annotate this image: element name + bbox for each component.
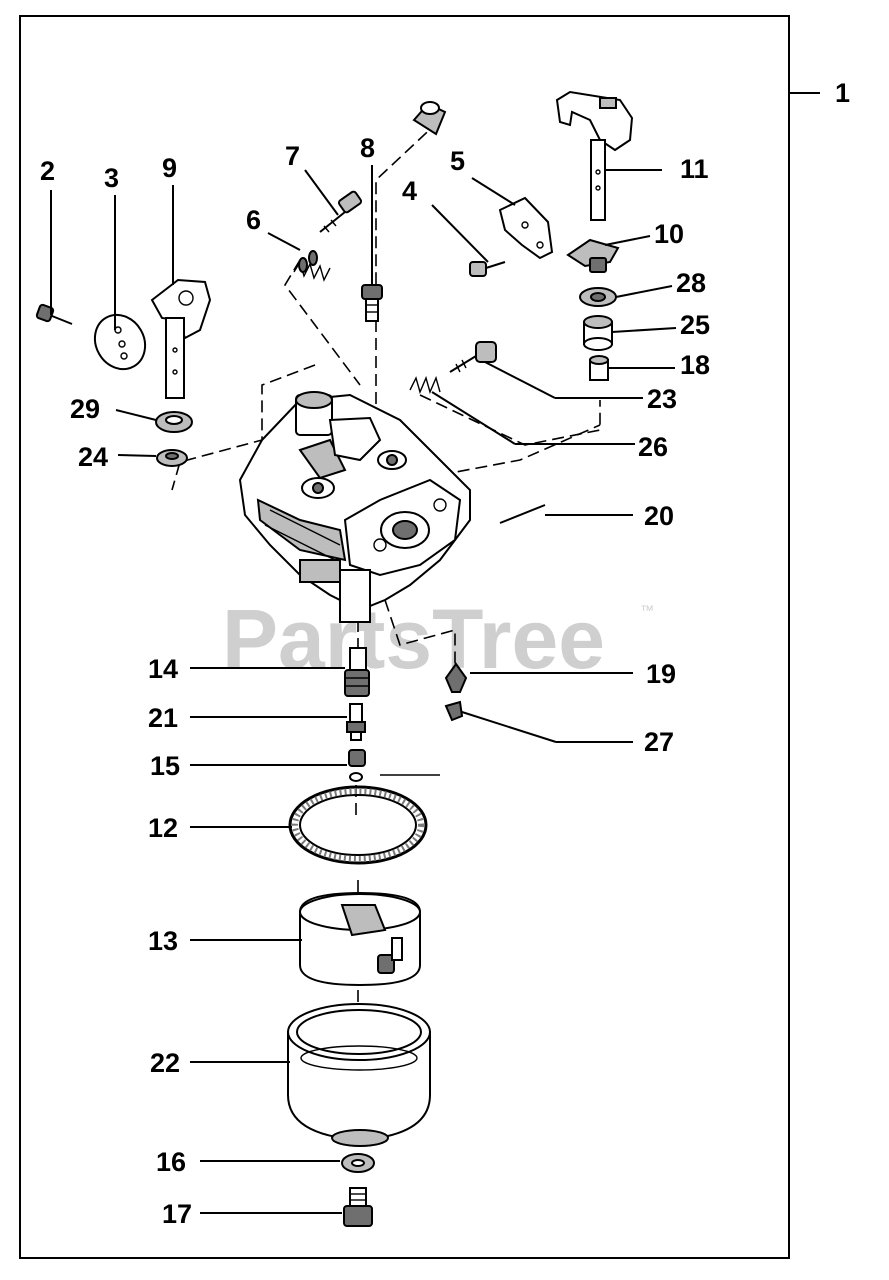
part-10-choke-plate — [566, 238, 620, 273]
callout-13: 13 — [148, 926, 178, 956]
part-21-jet — [346, 703, 366, 741]
callout-10: 10 — [654, 219, 684, 249]
callout-2: 2 — [40, 156, 55, 186]
diagram-frame — [19, 15, 790, 1259]
part-18-bushing — [589, 355, 609, 381]
callout-12: 12 — [148, 813, 178, 843]
part-3-throttle-plate — [93, 313, 147, 371]
part-14-main-nozzle — [344, 647, 370, 697]
callout-19: 19 — [646, 659, 676, 689]
part-29-seal — [155, 411, 193, 433]
part-4-screw — [469, 261, 506, 277]
part-12-bowl-gasket — [288, 785, 428, 865]
part-16-washer — [341, 1153, 375, 1173]
callout-1: 1 — [835, 78, 850, 108]
part-17-bowl-bolt — [343, 1187, 373, 1227]
callout-29: 29 — [70, 394, 100, 424]
callout-3: 3 — [104, 163, 119, 193]
part-8-idle-jet — [361, 101, 447, 322]
callout-14: 14 — [148, 654, 178, 684]
part-11-choke-lever-shaft — [555, 90, 634, 221]
callout-26: 26 — [638, 432, 668, 462]
part-2-screw — [35, 303, 73, 325]
callout-labels: 1 2 3 9 7 8 6 5 4 11 10 28 25 18 23 29 2… — [40, 78, 850, 1229]
part-7-throttle-stop-screw — [319, 190, 363, 233]
callout-9: 9 — [162, 153, 177, 183]
callout-11: 11 — [680, 154, 709, 184]
part-20-pin — [499, 504, 546, 524]
callout-5: 5 — [450, 146, 465, 176]
watermark-text: PartsTree — [222, 592, 605, 686]
part-6-spring — [293, 250, 331, 282]
callout-4: 4 — [402, 176, 417, 206]
callout-28: 28 — [676, 268, 706, 298]
leader-lines — [50, 92, 820, 1214]
part-19-float-needle — [444, 662, 468, 693]
part-13-float — [299, 891, 421, 987]
callout-24: 24 — [78, 442, 108, 472]
callout-6: 6 — [246, 205, 261, 235]
part-o-ring — [349, 772, 363, 782]
part-25-bushing — [583, 315, 613, 351]
callout-15: 15 — [150, 751, 180, 781]
callout-18: 18 — [680, 350, 710, 380]
callout-17: 17 — [162, 1199, 192, 1229]
part-24-washer — [156, 449, 188, 467]
part-9-throttle-lever-shaft — [150, 278, 212, 399]
part-5-plate — [498, 196, 554, 260]
callout-23: 23 — [647, 384, 677, 414]
callout-20: 20 — [644, 501, 674, 531]
watermark-trademark: ™ — [640, 602, 654, 618]
part-27-clip — [444, 700, 464, 722]
callout-21: 21 — [148, 703, 178, 733]
part-26-spring — [409, 375, 441, 395]
part-1-carburetor-body — [238, 391, 471, 623]
part-15-jet — [348, 749, 366, 767]
callout-8: 8 — [360, 133, 375, 163]
part-28-washer — [579, 287, 617, 307]
callout-22: 22 — [150, 1048, 180, 1078]
callout-25: 25 — [680, 310, 710, 340]
part-22-float-bowl — [287, 1003, 431, 1147]
callout-27: 27 — [644, 727, 674, 757]
callout-16: 16 — [156, 1147, 186, 1177]
callout-7: 7 — [285, 141, 300, 171]
part-23-idle-speed-screw — [449, 341, 497, 373]
